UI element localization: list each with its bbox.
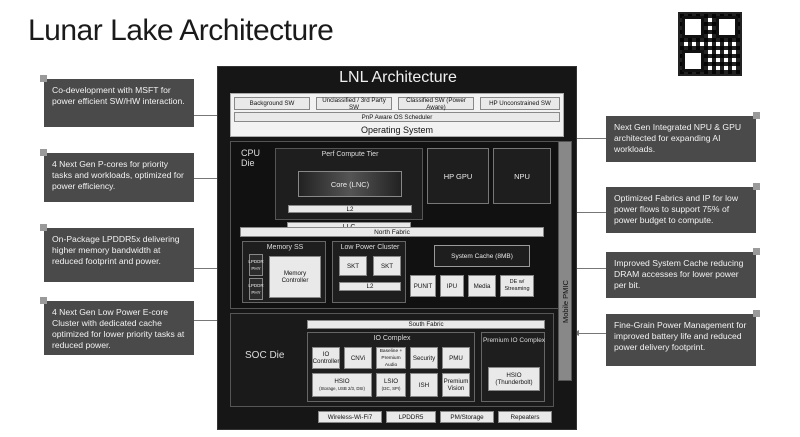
hsio: HSIO (Storage, USB 2/3, DSI) [312,373,372,397]
sw-classified: Classified SW (Power Aware) [398,97,474,111]
skt-core: SKT [339,256,367,276]
ish: ISH [410,373,438,397]
memory-controller: Memory Controller [269,256,321,298]
qr-code-icon [678,12,742,76]
low-power-cluster: Low Power Cluster SKT SKT L2 [332,241,406,303]
premium-io-complex: Premium IO Complex HSIO (Thunderbolt) [481,332,545,402]
perf-tier-label: Perf Compute Tier [321,151,379,158]
l2-cache: L2 [288,205,412,213]
punit: PUNIT [410,275,436,297]
callout-power-mgmt: Fine-Grain Power Management for improved… [606,310,760,366]
lp-cluster-label: Low Power Cluster [340,244,400,251]
software-stack: Background SW Unclassified / 3rd Party S… [230,93,564,137]
hp-gpu: HP GPU [427,148,489,204]
callout-npu-gpu: Next Gen Integrated NPU & GPU architecte… [606,112,760,162]
npu: NPU [493,148,551,204]
repeaters: Repeaters [498,411,552,423]
callout-text: On-Package LPDDR5x delivering higher mem… [52,234,180,266]
display-engine: DE w/ Streaming [500,275,534,297]
os-scheduler: PnP Aware OS Scheduler [234,112,560,122]
callout-p-cores: 4 Next Gen P-cores for priority tasks an… [40,149,194,202]
perf-compute-tier: Perf Compute Tier Core (LNC) L2 [275,148,423,220]
callout-fabrics: Optimized Fabrics and IP for low power f… [606,183,760,233]
lsio-sub: (I3C, SPI) [381,386,401,391]
callout-text: Optimized Fabrics and IP for low power f… [614,193,739,225]
sw-background: Background SW [234,97,310,110]
lpddr-phy: LPDDR PHY [248,254,264,276]
skt-core: SKT [373,256,401,276]
security: Security [410,347,438,369]
callout-text: Co-development with MSFT for power effic… [52,85,185,106]
callout-system-cache: Improved System Cache reducing DRAM acce… [606,248,760,298]
premium-vision: Premium Vision [442,373,470,397]
mobile-pmic: Mobile PMIC [558,141,572,381]
callout-msft-codev: Co-development with MSFT for power effic… [40,75,194,127]
lnl-architecture-diagram: LNL Architecture Background SW Unclassif… [217,66,577,430]
media: Media [468,275,496,297]
memory-ss: Memory SS LPDDR PHY LPDDR PHY Memory Con… [242,241,326,303]
callout-text: 4 Next Gen P-cores for priority tasks an… [52,159,184,191]
callout-text: Improved System Cache reducing DRAM acce… [614,258,744,290]
south-fabric: South Fabric [307,320,545,329]
cnvi: CNVi [344,347,372,369]
lpddr5: LPDDR5 [386,411,436,423]
io-complex: IO Complex IO Controller CNVi Baseline +… [307,332,475,402]
soc-die-label: SOC Die [245,350,285,361]
callout-lpddr5x: On-Package LPDDR5x delivering higher mem… [40,224,194,282]
mobile-pmic-label: Mobile PMIC [561,280,570,324]
lsio: LSIO (I3C, SPI) [376,373,406,397]
core-lnc: Core (LNC) [298,171,402,197]
pm-storage: PM/Storage [440,411,494,423]
north-fabric: North Fabric [240,227,544,237]
wireless-wifi7: Wireless-Wi-Fi7 [318,411,382,423]
sw-unclassified: Unclassified / 3rd Party SW [316,97,392,111]
sw-hp-unconstrained: HP Unconstrained SW [480,97,560,110]
memory-ss-label: Memory SS [266,244,304,251]
lpddr-phy: LPDDR PHY [248,278,264,300]
io-controller: IO Controller [312,347,340,369]
callout-text: 4 Next Gen Low Power E-core Cluster with… [52,307,185,350]
io-complex-label: IO Complex [373,335,411,342]
audio: Baseline + Premium Audio [376,347,406,369]
hsio-label: HSIO [334,378,350,385]
diagram-heading: LNL Architecture [339,69,457,86]
pmu: PMU [442,347,470,369]
system-cache: System Cache (8MB) [434,245,530,267]
hsio-sub: (Storage, USB 2/3, DSI) [319,386,365,391]
callout-text: Fine-Grain Power Management for improved… [614,320,747,352]
arrow-left [573,330,606,336]
lsio-label: LSIO [383,378,399,385]
operating-system: Operating System [360,125,434,135]
ipu: IPU [440,275,464,297]
premium-io-label: Premium IO Complex [482,337,546,344]
thunderbolt: HSIO (Thunderbolt) [488,367,540,391]
cpu-die-label: CPU Die [241,148,261,168]
callout-text: Next Gen Integrated NPU & GPU architecte… [614,122,742,154]
page-title: Lunar Lake Architecture [28,14,334,47]
lp-l2-cache: L2 [339,282,401,291]
callout-e-cores: 4 Next Gen Low Power E-core Cluster with… [40,297,194,355]
soc-die: SOC Die South Fabric IO Complex IO Contr… [230,313,554,407]
